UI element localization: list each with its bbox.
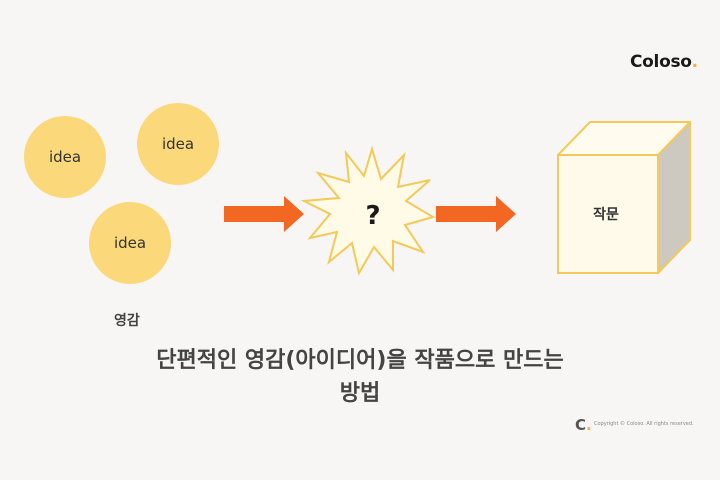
footer-logo: C. <box>575 416 592 434</box>
brand-logo-dot: . <box>691 52 698 72</box>
question-mark: ? <box>365 201 380 231</box>
idea-bubble-2-label: idea <box>161 135 195 153</box>
page-title-line-1: 단편적인 영감(아이디어)을 작품으로 만드는 <box>156 348 564 373</box>
idea-bubble-1-label: idea <box>48 148 82 166</box>
idea-bubble-3: idea <box>89 202 171 284</box>
idea-bubble-2: idea <box>137 103 219 185</box>
brand-name: Coloso <box>630 52 692 72</box>
box-front-face <box>557 154 659 274</box>
footer-logo-dot: . <box>586 416 592 434</box>
idea-bubble-1: idea <box>24 116 106 198</box>
arrow-right-icon-1 <box>224 196 304 232</box>
copyright-text: Copyright © Coloso. All rights reserved. <box>594 421 694 427</box>
starburst-icon <box>300 145 436 276</box>
inspiration-label: 영감 <box>114 313 140 329</box>
brand-logo: Coloso. <box>630 52 698 72</box>
result-label: 작문 <box>593 206 619 223</box>
page-title-line-2: 방법 <box>339 381 381 406</box>
footer-logo-mark: C <box>575 416 587 434</box>
arrow-right-icon-2 <box>436 196 516 232</box>
idea-bubble-3-label: idea <box>113 234 147 252</box>
page-title: 단편적인 영감(아이디어)을 작품으로 만드는 방법 <box>0 344 720 410</box>
